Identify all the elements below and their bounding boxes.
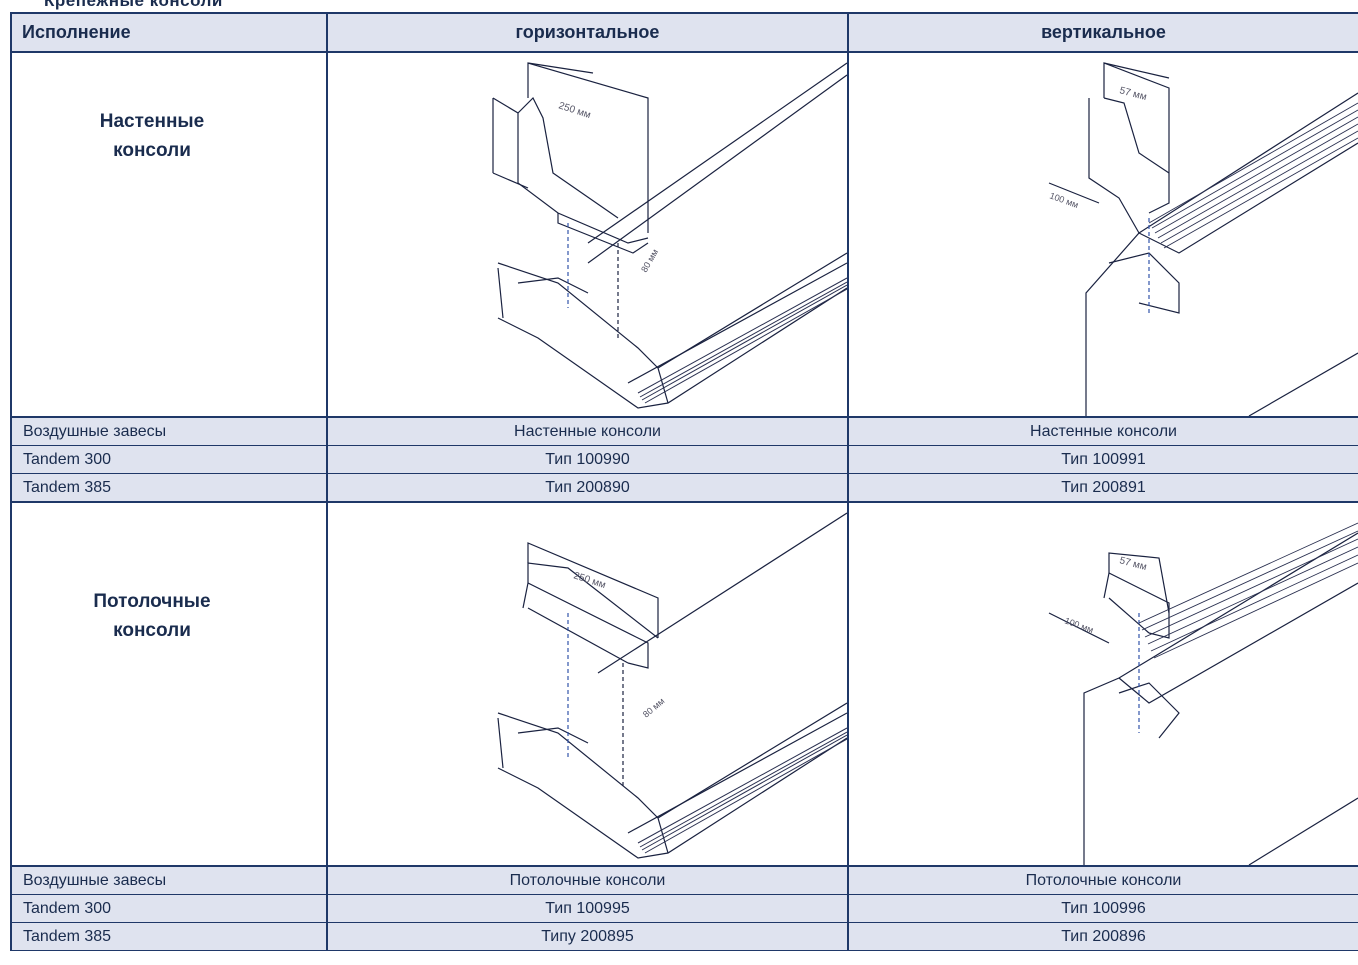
svg-text:57 мм: 57 мм bbox=[1118, 85, 1148, 103]
wall-horizontal-drawing-cell: 250 мм 80 мм bbox=[326, 51, 849, 418]
table-row: Tandem 300 Тип 100990 Тип 100991 bbox=[10, 445, 1358, 474]
row-horizontal-value: Типу 200895 bbox=[326, 922, 849, 951]
wall-horizontal-drawing: 250 мм 80 мм bbox=[492, 62, 847, 409]
ceiling-bracket-image-row: Потолочные консоли bbox=[10, 501, 1358, 867]
svg-text:80 мм: 80 мм bbox=[641, 696, 666, 720]
table-header-row: Исполнение горизонтальное вертикальное bbox=[10, 12, 1358, 53]
row-label: Воздушные завесы bbox=[10, 416, 328, 446]
table-row: Tandem 300 Тип 100995 Тип 100996 bbox=[10, 894, 1358, 923]
row-horizontal-value: Настенные консоли bbox=[326, 416, 849, 446]
svg-text:57 мм: 57 мм bbox=[1118, 555, 1148, 573]
svg-text:250 мм: 250 мм bbox=[572, 570, 607, 591]
row-vertical-value: Тип 200891 bbox=[847, 473, 1358, 503]
wall-bracket-label: Настенные консоли bbox=[99, 111, 205, 161]
page-heading-strip: Крепежные консоли bbox=[0, 0, 1358, 14]
ceiling-vertical-drawing-cell: 57 мм 100 мм bbox=[847, 501, 1358, 867]
row-label: Воздушные завесы bbox=[10, 865, 328, 895]
table-row: Воздушные завесы Потолочные консоли Пото… bbox=[10, 865, 1358, 895]
wall-bracket-image-row: Настенные консоли bbox=[10, 51, 1358, 418]
wall-vertical-drawing-cell: 57 мм 100 мм bbox=[847, 51, 1358, 418]
ceiling-horizontal-drawing-cell: 250 мм 80 мм bbox=[326, 501, 849, 867]
row-label: Tandem 300 bbox=[10, 894, 328, 923]
row-vertical-value: Настенные консоли bbox=[847, 416, 1358, 446]
page-heading: Крепежные консоли bbox=[44, 0, 223, 10]
row-vertical-value: Тип 100991 bbox=[847, 445, 1358, 474]
header-execution: Исполнение bbox=[10, 12, 328, 53]
svg-text:250 мм: 250 мм bbox=[557, 100, 592, 121]
brackets-spec-table: Исполнение горизонтальное вертикальное Н… bbox=[10, 12, 1358, 951]
header-vertical: вертикальное bbox=[847, 12, 1358, 53]
table-row: Tandem 385 Типу 200895 Тип 200896 bbox=[10, 922, 1358, 951]
ceiling-bracket-label: Потолочные консоли bbox=[93, 591, 211, 641]
row-vertical-value: Потолочные консоли bbox=[847, 865, 1358, 895]
svg-text:80 мм: 80 мм bbox=[639, 247, 660, 274]
ceiling-bracket-label-cell: Потолочные консоли bbox=[10, 501, 328, 867]
row-horizontal-value: Тип 100990 bbox=[326, 445, 849, 474]
row-vertical-value: Тип 100996 bbox=[847, 894, 1358, 923]
row-label: Tandem 300 bbox=[10, 445, 328, 474]
row-vertical-value: Тип 200896 bbox=[847, 922, 1358, 951]
table-row: Воздушные завесы Настенные консоли Насте… bbox=[10, 416, 1358, 446]
row-label: Tandem 385 bbox=[10, 922, 328, 951]
wall-bracket-label-cell: Настенные консоли bbox=[10, 51, 328, 418]
header-horizontal: горизонтальное bbox=[326, 12, 849, 53]
table-row: Tandem 385 Тип 200890 Тип 200891 bbox=[10, 473, 1358, 503]
row-horizontal-value: Потолочные консоли bbox=[326, 865, 849, 895]
row-label: Tandem 385 bbox=[10, 473, 328, 503]
svg-text:100 мм: 100 мм bbox=[1063, 615, 1095, 635]
row-horizontal-value: Тип 200890 bbox=[326, 473, 849, 503]
ceiling-vertical-drawing: 57 мм 100 мм bbox=[1048, 522, 1358, 865]
row-horizontal-value: Тип 100995 bbox=[326, 894, 849, 923]
ceiling-horizontal-drawing: 250 мм 80 мм bbox=[497, 512, 847, 859]
wall-vertical-drawing: 57 мм 100 мм bbox=[1048, 62, 1358, 416]
